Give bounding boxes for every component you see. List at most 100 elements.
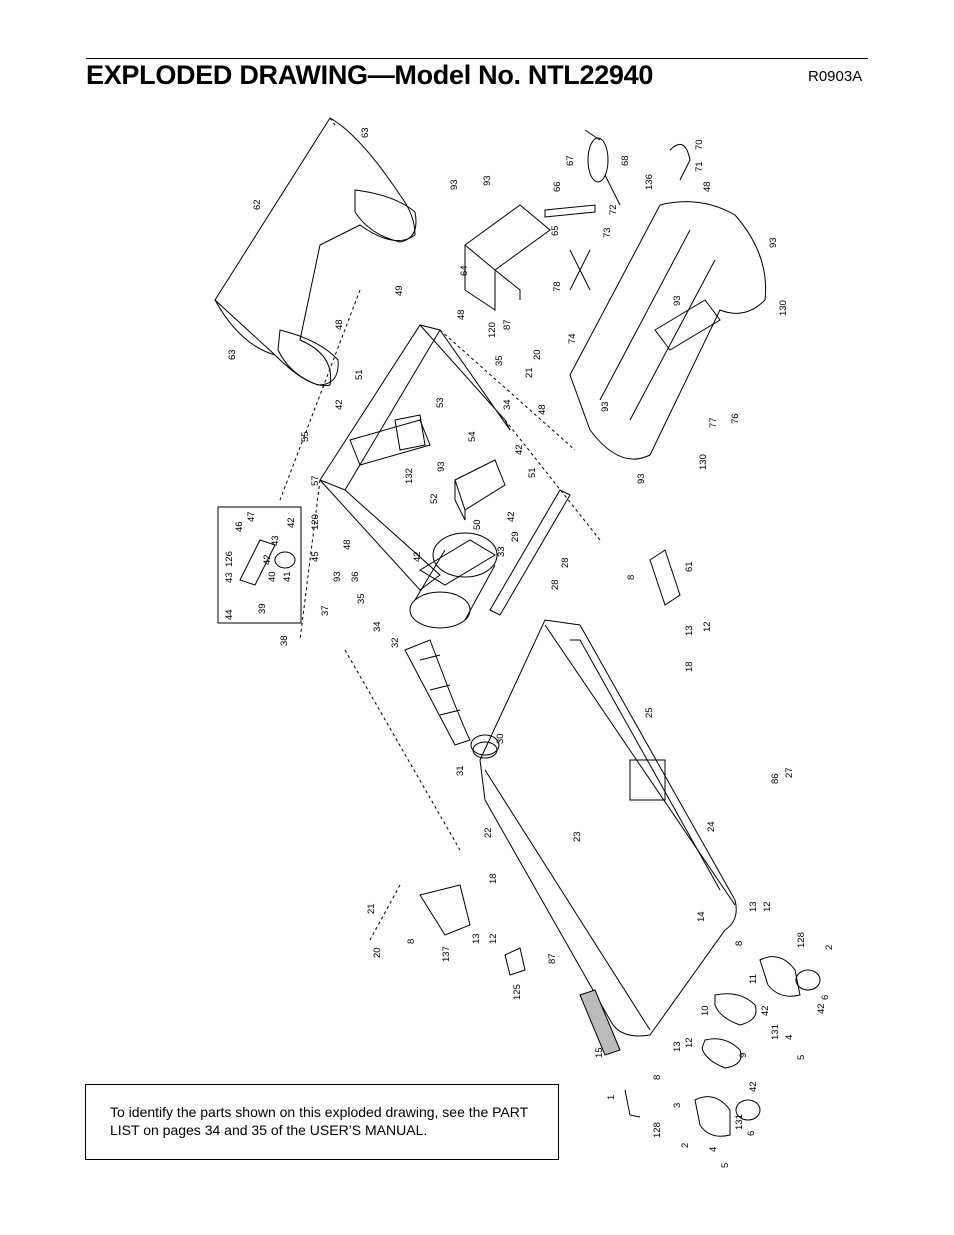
callout-label: 43 <box>224 572 235 583</box>
callout-labels: 63 62 63 93 93 66 67 68 70 71 48 136 72 … <box>224 127 835 1168</box>
note-text: To identify the parts shown on this expl… <box>110 1104 528 1138</box>
callout-label: 64 <box>459 265 470 276</box>
callout-label: 12 <box>702 621 713 632</box>
callout-label: 50 <box>472 519 483 530</box>
callout-label: 42 <box>816 1003 827 1014</box>
callout-label: 120 <box>487 322 498 338</box>
callout-label: 48 <box>537 404 548 415</box>
callout-label: 40 <box>267 571 278 582</box>
hex-key <box>624 1089 641 1118</box>
callout-label: 22 <box>483 827 494 838</box>
callout-label: 2 <box>824 945 835 950</box>
callout-label: 53 <box>435 397 446 408</box>
hood-cap-right <box>354 189 417 243</box>
callout-label: 74 <box>567 333 578 344</box>
drive-belt <box>404 639 471 746</box>
inset-box <box>217 506 302 624</box>
pivot-bracket <box>419 884 471 936</box>
callout-label: 67 <box>565 155 576 166</box>
callout-label: 93 <box>768 237 779 248</box>
callout-label: 13 <box>471 933 482 944</box>
callout-label: 35 <box>356 593 367 604</box>
callout-label: 12 <box>488 933 499 944</box>
callout-label: 93 <box>449 179 460 190</box>
end-cap-9 <box>701 1038 742 1069</box>
callout-label: 18 <box>488 873 499 884</box>
part-outlines <box>214 117 821 1137</box>
callout-label: 23 <box>572 831 583 842</box>
callout-label: 48 <box>456 309 467 320</box>
callout-label: 41 <box>282 571 293 582</box>
callout-label: 131 <box>734 1114 745 1130</box>
callout-label: 13 <box>748 901 759 912</box>
callout-label: 36 <box>350 571 361 582</box>
upright-base <box>569 201 767 460</box>
callout-label: 87 <box>547 953 558 964</box>
callout-label: 28 <box>560 557 571 568</box>
wire-harness <box>669 143 691 181</box>
callout-label: 87 <box>502 319 513 330</box>
callout-label: 86 <box>770 773 781 784</box>
callout-label: 132 <box>404 468 415 484</box>
callout-label: 37 <box>320 605 331 616</box>
header-rule <box>86 58 868 59</box>
callout-label: 51 <box>527 467 538 478</box>
callout-label: 136 <box>644 174 655 190</box>
callout-label: 34 <box>502 399 513 410</box>
walking-deck <box>479 619 737 1037</box>
callout-label: 73 <box>602 227 613 238</box>
drive-motor <box>419 539 496 586</box>
electronics-bracket <box>464 204 551 271</box>
callout-label: 120 <box>310 514 321 530</box>
rear-foot-left <box>694 1096 731 1137</box>
callout-label: 8 <box>734 941 745 946</box>
callout-label: 11 <box>748 974 759 984</box>
callout-label: 3 <box>672 1103 683 1108</box>
callout-label: 48 <box>342 539 353 550</box>
callout-label: 27 <box>784 767 795 778</box>
callout-label: 30 <box>495 733 506 744</box>
callout-label: 125 <box>512 984 523 1000</box>
callout-label: 93 <box>600 401 611 412</box>
belt-guard <box>579 989 621 1056</box>
callout-label: 38 <box>279 635 290 646</box>
callout-label: 42 <box>760 1005 771 1016</box>
callout-label: 51 <box>354 369 365 380</box>
callout-label: 20 <box>372 947 383 958</box>
callout-label: 68 <box>620 155 631 166</box>
callout-label: 29 <box>510 531 521 542</box>
callout-label: 5 <box>720 1163 731 1168</box>
end-cap-10 <box>714 993 757 1026</box>
callout-label: 21 <box>524 367 535 378</box>
callout-label: 126 <box>224 551 235 567</box>
callout-label: 47 <box>246 511 257 522</box>
callout-label: 28 <box>550 579 561 590</box>
callout-label: 4 <box>784 1035 795 1040</box>
callout-label: 6 <box>746 1131 757 1136</box>
side-rail <box>489 489 571 616</box>
callout-label: 48 <box>334 319 345 330</box>
callout-label: 130 <box>778 300 789 316</box>
callout-label: 8 <box>406 939 417 944</box>
drawing-code: R0903A <box>808 68 863 85</box>
callout-label: 13 <box>684 625 695 636</box>
note-box: To identify the parts shown on this expl… <box>85 1084 559 1160</box>
motor-hood <box>214 117 416 387</box>
callout-label: 44 <box>224 609 235 620</box>
rear-foot-right <box>759 956 801 997</box>
callout-label: 130 <box>698 454 709 470</box>
bracket-125 <box>504 947 526 976</box>
callout-label: 6 <box>820 995 831 1000</box>
callout-label: 42 <box>286 517 297 528</box>
callout-label: 42 <box>748 1081 759 1092</box>
callout-label: 78 <box>552 281 563 292</box>
page-title: EXPLODED DRAWING—Model No. NTL22940 <box>86 60 654 90</box>
hood-cap-left <box>277 329 339 386</box>
callout-label: 13 <box>672 1041 683 1052</box>
motor-controller <box>454 459 506 511</box>
callout-label: 8 <box>626 575 637 580</box>
callout-label: 72 <box>608 204 619 215</box>
callout-label: 42 <box>412 551 423 562</box>
callout-label: 32 <box>390 637 401 648</box>
